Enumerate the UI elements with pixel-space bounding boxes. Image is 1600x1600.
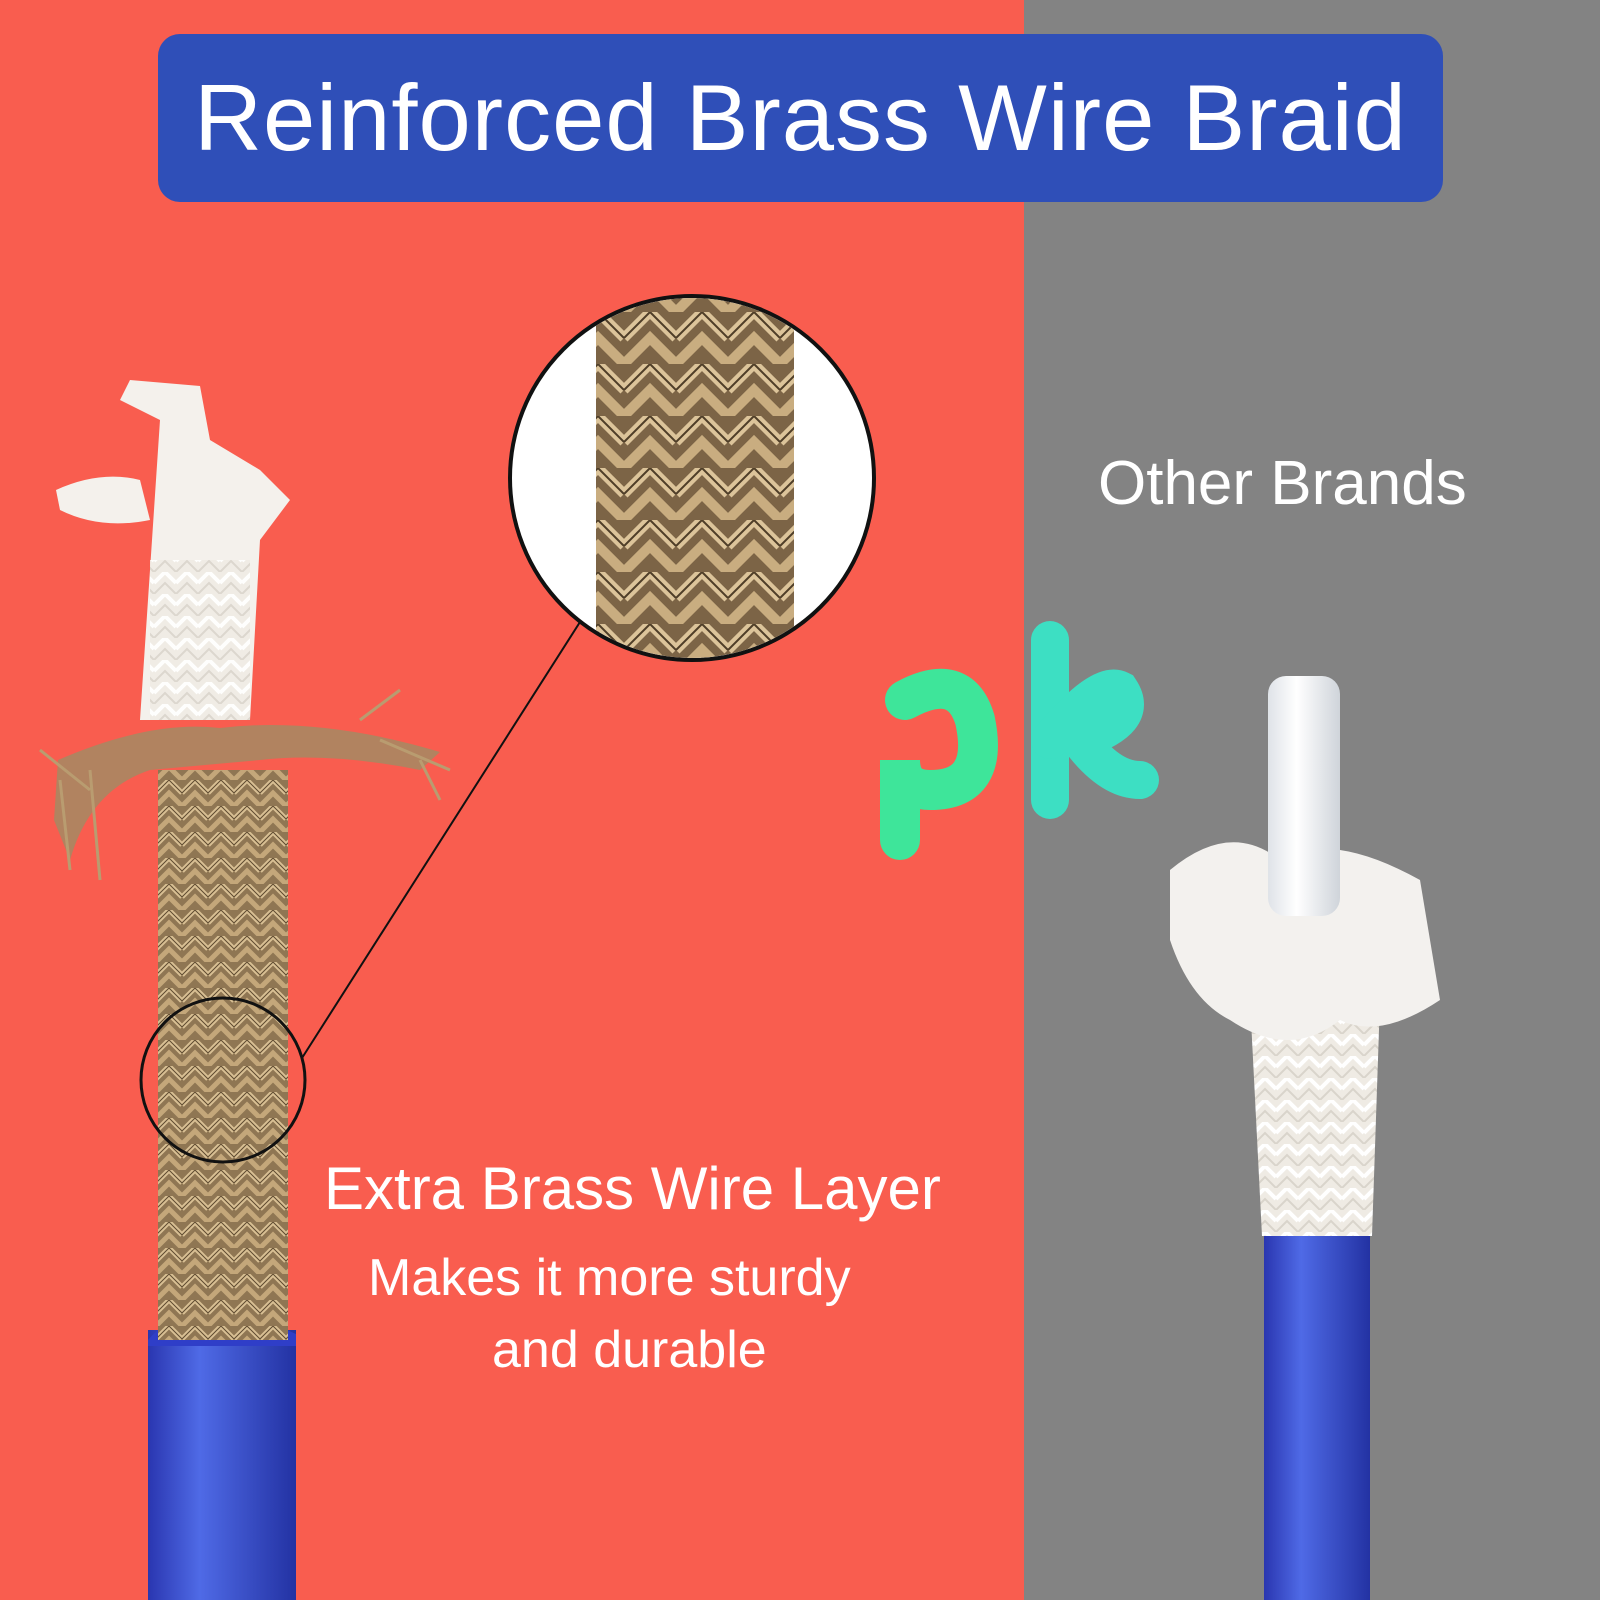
blue-outer-tube (148, 1330, 296, 1600)
frayed-brass-wires (54, 725, 440, 860)
magnified-braid (596, 298, 794, 658)
clear-inner-core (1268, 676, 1340, 916)
extra-layer-heading: Extra Brass Wire Layer (324, 1155, 941, 1222)
brass-braid-layer (158, 770, 288, 1340)
banner-title: Reinforced Brass Wire Braid (194, 65, 1407, 170)
pk-versus-mark (880, 621, 1159, 860)
reinforced-hose (39, 380, 581, 1600)
callout-line (301, 621, 581, 1059)
frayed-white-fibers (1170, 842, 1440, 1040)
title-banner: Reinforced Brass Wire Braid (158, 34, 1443, 202)
detail-callout-circle (139, 996, 307, 1164)
description-line-1: Makes it more sturdy (368, 1249, 851, 1307)
other-brands-label: Other Brands (1098, 449, 1467, 518)
blue-outer-tube-right (1264, 1230, 1370, 1600)
white-fiber-braid (1250, 1000, 1380, 1236)
description-line-2: and durable (492, 1321, 767, 1379)
other-brand-hose (1170, 676, 1440, 1600)
braid-zoom-detail (508, 294, 876, 662)
